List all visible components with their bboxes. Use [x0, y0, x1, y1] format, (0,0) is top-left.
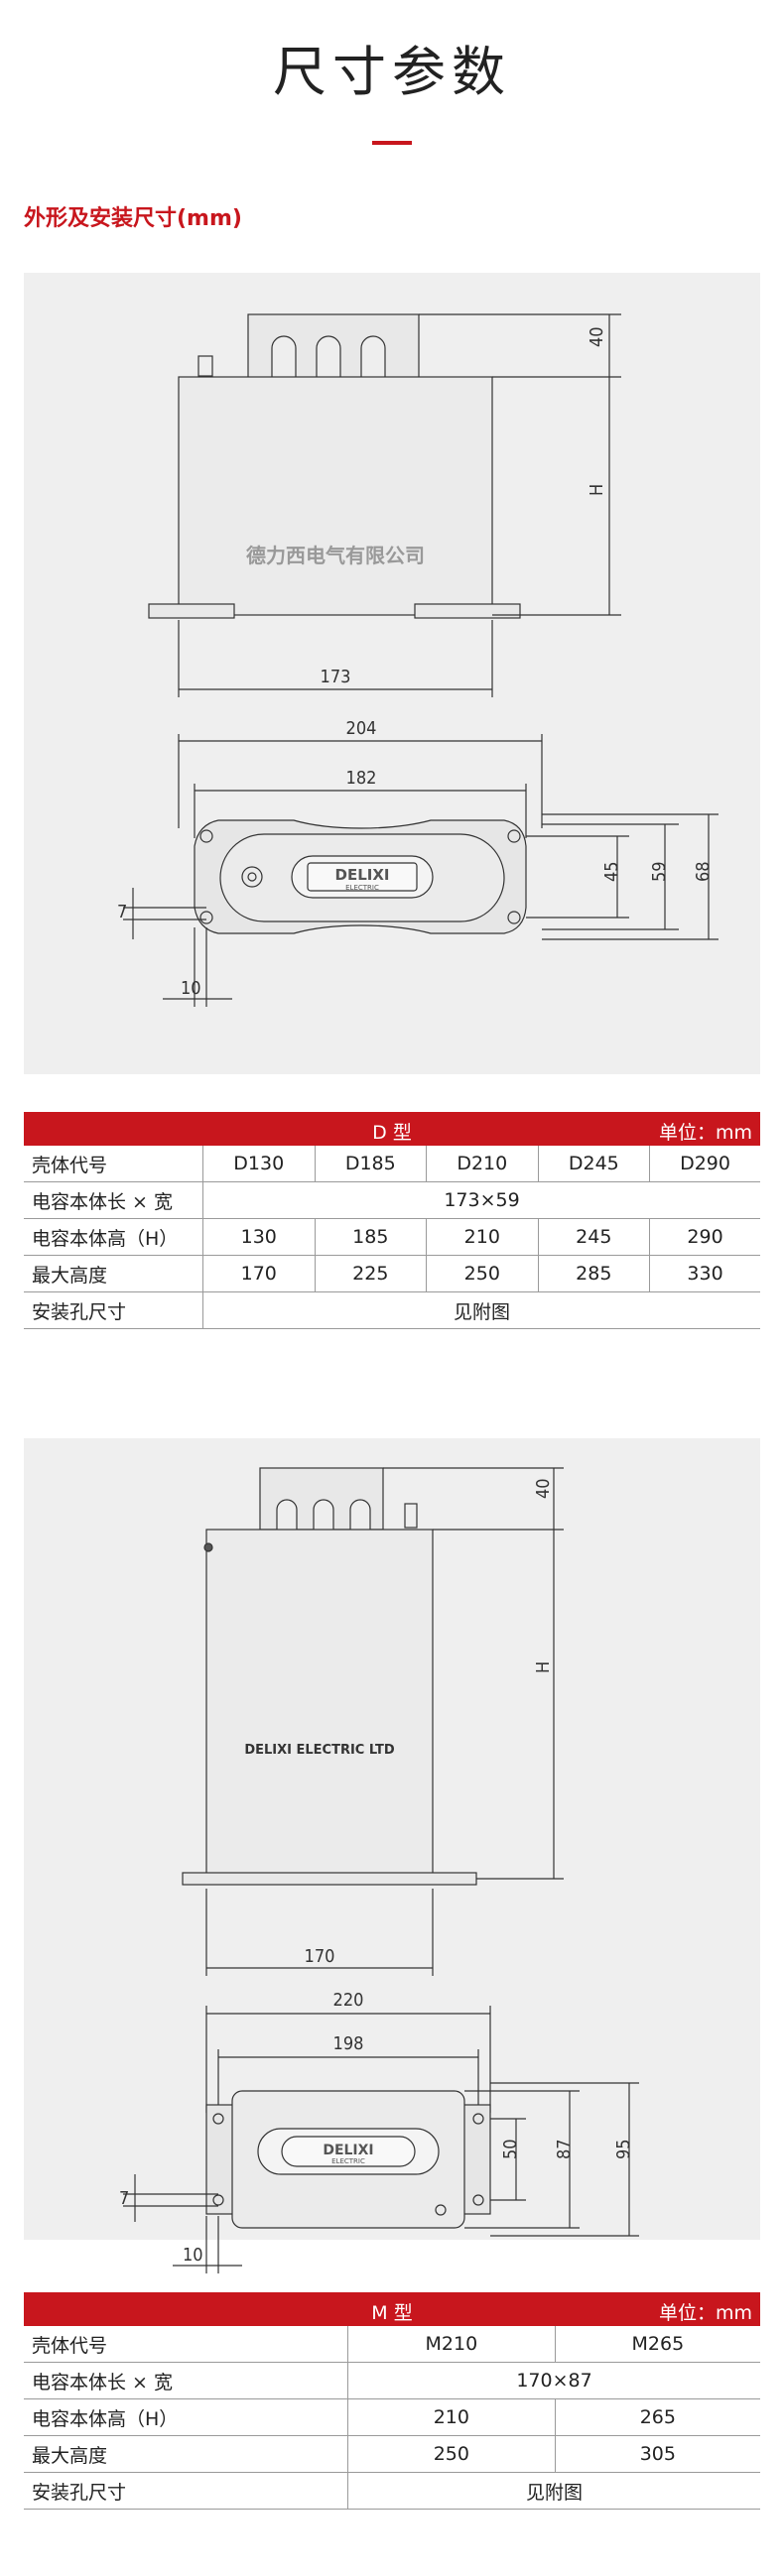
row-label: 电容本体高（H）: [24, 1218, 203, 1256]
page-title: 尺寸参数: [273, 41, 511, 103]
cell: 185: [315, 1218, 428, 1256]
dim-45: 45: [601, 861, 622, 882]
row-label: 安装孔尺寸: [24, 1291, 203, 1329]
title-underline: [372, 141, 412, 145]
cell: 170×87: [347, 2362, 760, 2399]
dim-68: 68: [693, 861, 714, 882]
dim-204: 204: [346, 718, 377, 739]
cell: 250: [426, 1255, 539, 1292]
dim-198: 198: [333, 2033, 364, 2054]
dim-7: 7: [119, 2188, 129, 2209]
cell: 210: [347, 2398, 556, 2436]
drawing-panel-d: 德力西电气有限公司 40 H 173 204 182 DELIXI ELECTR…: [24, 273, 760, 1074]
dim-170: 170: [305, 1946, 335, 1967]
dim-173: 173: [321, 667, 351, 687]
table-row: 电容本体高（H） 130 185 210 245 290: [24, 1218, 760, 1256]
row-label: 最大高度: [24, 2435, 348, 2473]
cell: 305: [555, 2435, 760, 2473]
logo-text: DELIXI: [335, 866, 390, 884]
cell: 265: [555, 2398, 760, 2436]
company-text: DELIXI ELECTRIC LTD: [244, 1743, 395, 1758]
row-label: 电容本体长 × 宽: [24, 1181, 203, 1219]
cell: 245: [538, 1218, 651, 1256]
dim-182: 182: [346, 768, 377, 789]
section-subtitle: 外形及安装尺寸(mm): [24, 206, 242, 231]
drawing-panel-m: DELIXI ELECTRIC LTD 40 H 170 220 198 DEL…: [24, 1438, 760, 2240]
table-row: 壳体代号 M210 M265: [24, 2326, 760, 2363]
spec-table-m: M 型 单位：mm 壳体代号 M210 M265 电容本体长 × 宽 170×8…: [24, 2292, 760, 2510]
table-row: 最大高度 170 225 250 285 330: [24, 1255, 760, 1292]
cell: 285: [538, 1255, 651, 1292]
row-label: 壳体代号: [24, 1146, 203, 1182]
dim-7: 7: [117, 902, 127, 922]
unit-label: 单位：mm: [658, 1122, 752, 1144]
dim-10: 10: [183, 2245, 203, 2266]
dim-50: 50: [500, 2139, 521, 2159]
cell: 225: [315, 1255, 428, 1292]
dim-10: 10: [181, 978, 201, 999]
cell: M265: [555, 2326, 760, 2363]
cell: M210: [347, 2326, 556, 2363]
cell: 290: [649, 1218, 760, 1256]
dim-87: 87: [554, 2139, 575, 2159]
dim-h: H: [533, 1661, 554, 1673]
dim-59: 59: [649, 861, 670, 882]
table-row: 安装孔尺寸 见附图: [24, 2472, 760, 2510]
logo-text: DELIXI: [323, 2143, 373, 2158]
table-header: M 型 单位：mm: [24, 2292, 760, 2326]
cell: 见附图: [347, 2472, 760, 2510]
logo-sub: ELECTRIC: [345, 884, 379, 892]
cell: D210: [426, 1146, 539, 1182]
table-row: 最大高度 250 305: [24, 2435, 760, 2473]
cell: 130: [202, 1218, 316, 1256]
row-label: 电容本体高（H）: [24, 2398, 348, 2436]
type-label: M 型: [371, 2302, 413, 2324]
cell: D130: [202, 1146, 316, 1182]
dim-h: H: [587, 484, 607, 496]
spec-table-d: D 型 单位：mm 壳体代号 D130 D185 D210 D245 D290 …: [24, 1112, 760, 1329]
type-label: D 型: [372, 1122, 412, 1144]
table-row: 电容本体高（H） 210 265: [24, 2398, 760, 2436]
cell: 173×59: [202, 1181, 760, 1219]
company-watermark: 德力西电气有限公司: [246, 544, 425, 567]
dim-40: 40: [587, 326, 607, 347]
cell: 见附图: [202, 1291, 760, 1329]
cell: D245: [538, 1146, 651, 1182]
cell: 250: [347, 2435, 556, 2473]
dim-40: 40: [533, 1478, 554, 1499]
cell: 330: [649, 1255, 760, 1292]
table-row: 电容本体长 × 宽 173×59: [24, 1181, 760, 1219]
unit-label: 单位：mm: [658, 2302, 752, 2324]
row-label: 电容本体长 × 宽: [24, 2362, 348, 2399]
row-label: 壳体代号: [24, 2326, 348, 2363]
table-row: 安装孔尺寸 见附图: [24, 1291, 760, 1329]
row-label: 最大高度: [24, 1255, 203, 1292]
logo-sub: ELECTRIC: [331, 2157, 365, 2165]
dim-95: 95: [613, 2139, 634, 2159]
table-header: D 型 单位：mm: [24, 1112, 760, 1146]
table-row: 壳体代号 D130 D185 D210 D245 D290: [24, 1146, 760, 1182]
table-row: 电容本体长 × 宽 170×87: [24, 2362, 760, 2399]
dim-220: 220: [333, 1990, 364, 2011]
cell: 170: [202, 1255, 316, 1292]
dim-10-m: 10: [173, 2232, 242, 2273]
cell: D290: [649, 1146, 760, 1182]
row-label: 安装孔尺寸: [24, 2472, 348, 2510]
cell: D185: [315, 1146, 428, 1182]
cell: 210: [426, 1218, 539, 1256]
